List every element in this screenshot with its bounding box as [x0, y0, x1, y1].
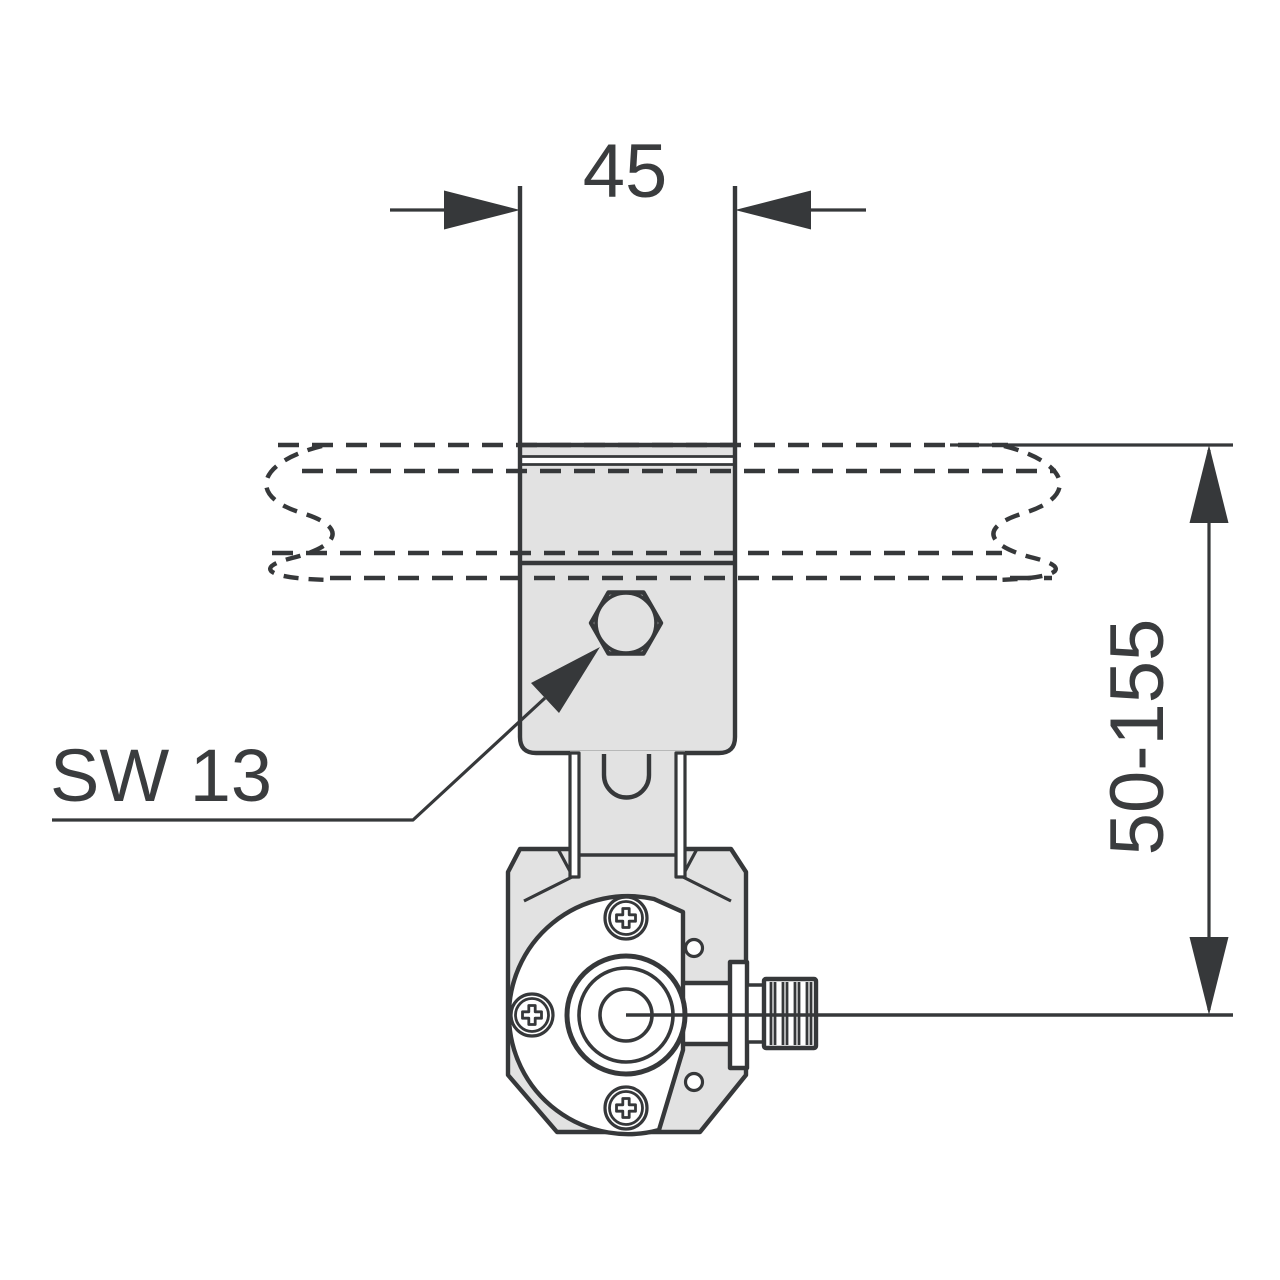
stem-right-wall — [674, 751, 687, 879]
phantom-tube-dashed-lines — [264, 442, 1062, 583]
phillips-cross-icon — [615, 1097, 637, 1119]
phillips-cross-icon — [615, 907, 637, 929]
stem-bolt-slot — [601, 754, 652, 800]
height-range-dimension: 50-155 — [950, 443, 1233, 1015]
phillips-cross-icon — [521, 1004, 543, 1026]
stem-fork — [568, 751, 687, 879]
width-dimension-value: 45 — [583, 129, 668, 214]
tube-break-right — [991, 443, 1062, 583]
leader-arrowhead — [531, 647, 600, 713]
phillips-screw-top — [603, 895, 649, 941]
housing-hole-top — [683, 937, 705, 959]
width-dimension: 45 — [390, 129, 866, 230]
hex-bolt-circle — [594, 591, 658, 655]
hex-bolt — [588, 590, 664, 656]
height-arrow-down — [1189, 937, 1229, 1015]
stem-left-wall — [568, 751, 581, 879]
round-mounting-plate — [506, 893, 688, 1137]
phillips-screw-left — [509, 992, 555, 1038]
wrench-size-callout: SW 13 — [50, 647, 600, 822]
height-range-value: 50-155 — [1095, 619, 1180, 856]
housing-hole-bottom — [683, 1071, 705, 1093]
wrench-size-label: SW 13 — [50, 734, 272, 817]
tube-break-left — [264, 443, 335, 583]
phillips-screw-bottom — [603, 1085, 649, 1131]
width-arrow-left — [444, 190, 520, 230]
leader-line — [52, 696, 547, 822]
width-arrow-right — [735, 190, 811, 230]
height-arrow-up — [1189, 445, 1229, 523]
